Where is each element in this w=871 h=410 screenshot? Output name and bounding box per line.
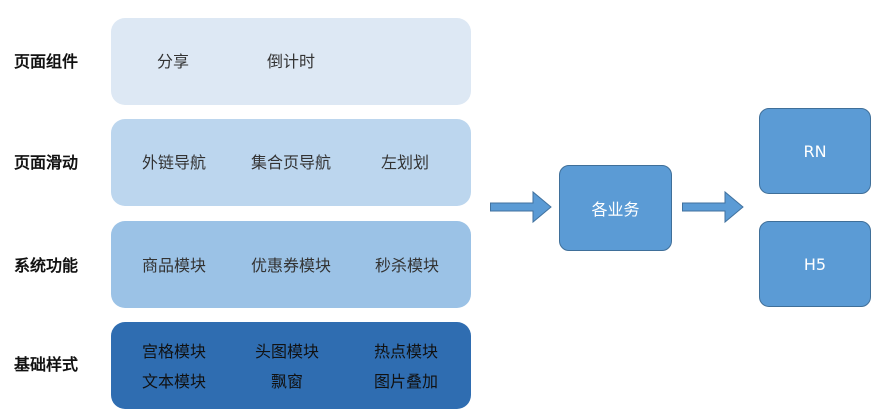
panel-page-scrolling: 外链导航 集合页导航 左划划 xyxy=(111,119,471,206)
panel-system-functions: 商品模块 优惠券模块 秒杀模块 xyxy=(111,221,471,308)
h5-box: H5 xyxy=(759,221,871,307)
item-external-link-nav: 外链导航 xyxy=(141,153,207,172)
panel-page-components: 分享 倒计时 xyxy=(111,18,471,105)
item-floating-window: 飘窗 xyxy=(270,372,304,391)
item-image-overlay: 图片叠加 xyxy=(373,372,439,391)
item-coupon-module: 优惠券模块 xyxy=(250,256,332,275)
row-label-basic-styles: 基础样式 xyxy=(14,355,79,374)
arrow-right-icon xyxy=(490,190,552,224)
business-units-box: 各业务 xyxy=(559,165,672,251)
item-collection-page-nav: 集合页导航 xyxy=(250,153,332,172)
item-countdown: 倒计时 xyxy=(266,52,316,71)
item-swipe-left: 左划划 xyxy=(380,153,430,172)
arrow-right-icon xyxy=(682,190,744,224)
rn-label: RN xyxy=(803,141,827,161)
item-grid-module: 宫格模块 xyxy=(141,342,207,361)
item-header-image-module: 头图模块 xyxy=(254,342,320,361)
h5-label: H5 xyxy=(803,254,827,274)
row-label-page-scrolling: 页面滑动 xyxy=(14,153,79,172)
business-units-label: 各业务 xyxy=(591,200,640,219)
item-product-module: 商品模块 xyxy=(141,256,207,275)
item-text-module: 文本模块 xyxy=(141,372,207,391)
item-hotspot-module: 热点模块 xyxy=(373,342,439,361)
row-label-system-functions: 系统功能 xyxy=(14,256,79,275)
panel-basic-styles: 宫格模块 头图模块 热点模块 文本模块 飘窗 图片叠加 xyxy=(111,322,471,409)
row-label-page-components: 页面组件 xyxy=(14,52,79,71)
rn-box: RN xyxy=(759,108,871,194)
item-share: 分享 xyxy=(156,52,190,71)
item-flash-sale-module: 秒杀模块 xyxy=(374,256,440,275)
